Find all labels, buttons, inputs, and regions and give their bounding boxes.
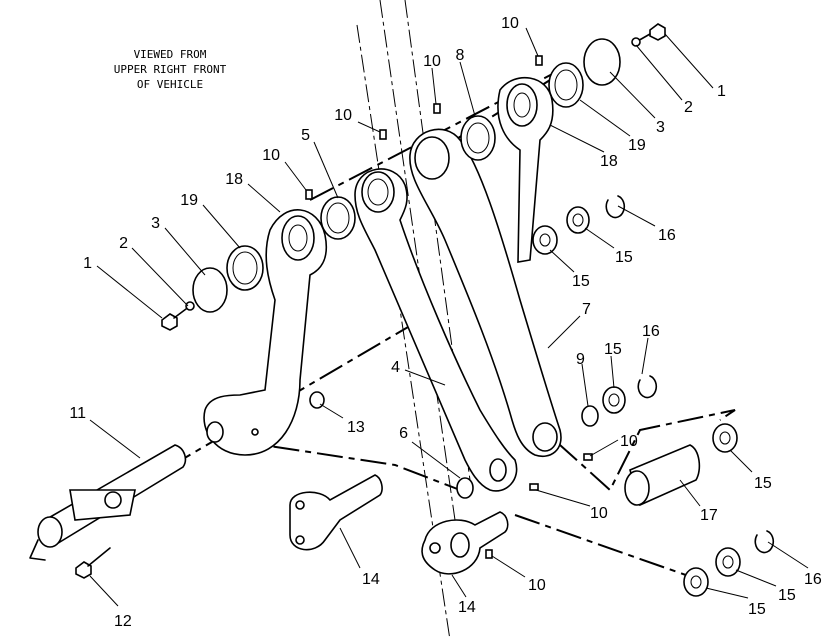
callout-3: 3: [151, 215, 160, 232]
callout-7: 7: [582, 301, 591, 318]
note-line-2: UPPER RIGHT FRONT: [114, 63, 227, 76]
pin-11: [29, 444, 187, 561]
part-4-link: [354, 168, 518, 492]
callout-10: 10: [423, 53, 441, 70]
bushing-19-left: [226, 245, 264, 291]
bushing-19-right: [548, 62, 584, 108]
part-7-link: [409, 128, 562, 457]
callout-1: 1: [717, 83, 726, 100]
washer-2-right: [631, 37, 641, 47]
pin-17: [624, 444, 701, 507]
callout-17: 17: [700, 507, 718, 524]
callout-3: 3: [656, 119, 665, 136]
callout-10: 10: [590, 505, 608, 522]
bolt-1-right: [649, 23, 666, 41]
part-18-right-bellcrank: [497, 76, 554, 263]
note-line-3: OF VEHICLE: [137, 78, 203, 91]
orientation-note: VIEWED FROM UPPER RIGHT FRONT OF VEHICLE: [114, 48, 227, 91]
bushing-8: [460, 115, 496, 161]
cap-3-right: [583, 38, 621, 86]
callout-6: 6: [399, 425, 408, 442]
leader-lines: [89, 27, 809, 607]
callout-10: 10: [501, 15, 519, 32]
callout-8: 8: [456, 47, 465, 64]
callout-2: 2: [684, 99, 693, 116]
callout-18: 18: [600, 153, 618, 170]
bolts-and-washers: [161, 23, 666, 331]
callout-18: 18: [225, 171, 243, 188]
callout-5: 5: [301, 127, 310, 144]
callout-10: 10: [262, 147, 280, 164]
callout-2: 2: [119, 235, 128, 252]
callout-9: 9: [576, 351, 585, 368]
callout-15: 15: [748, 601, 766, 618]
callout-10: 10: [334, 107, 352, 124]
callout-12: 12: [114, 613, 132, 630]
callout-16: 16: [804, 571, 822, 588]
bolt-12: [75, 547, 111, 579]
callout-10: 10: [528, 577, 546, 594]
callout-15: 15: [754, 475, 772, 492]
callout-19: 19: [180, 192, 198, 209]
callout-14: 14: [362, 571, 380, 588]
callout-15: 15: [572, 273, 590, 290]
callout-19: 19: [628, 137, 646, 154]
callout-15: 15: [604, 341, 622, 358]
washer-6: [456, 477, 474, 499]
callout-16: 16: [658, 227, 676, 244]
callout-1: 1: [83, 255, 92, 272]
callout-13: 13: [347, 419, 365, 436]
washer-2-left: [185, 301, 195, 311]
note-line-1: VIEWED FROM: [134, 48, 207, 61]
callout-16: 16: [642, 323, 660, 340]
pins-14: [289, 474, 509, 575]
callout-labels: 1 2 3 19 18 10 5 10 10 8 10 1 2 3 19 18 …: [69, 15, 822, 630]
callout-10: 10: [620, 433, 638, 450]
cap-3-left: [192, 267, 228, 313]
snap-rings-16: [605, 195, 775, 554]
spacer-9: [581, 405, 599, 427]
callout-15: 15: [615, 249, 633, 266]
part-18-left-bellcrank: [203, 209, 328, 456]
bushings: [192, 38, 621, 313]
callout-4: 4: [391, 359, 400, 376]
bolt-1-left: [161, 313, 178, 331]
washers-15: [532, 206, 741, 597]
callout-15: 15: [778, 587, 796, 604]
callout-11: 11: [69, 405, 86, 422]
callout-14: 14: [458, 599, 476, 616]
small-parts: [309, 391, 599, 499]
grease-fittings: [305, 55, 593, 559]
